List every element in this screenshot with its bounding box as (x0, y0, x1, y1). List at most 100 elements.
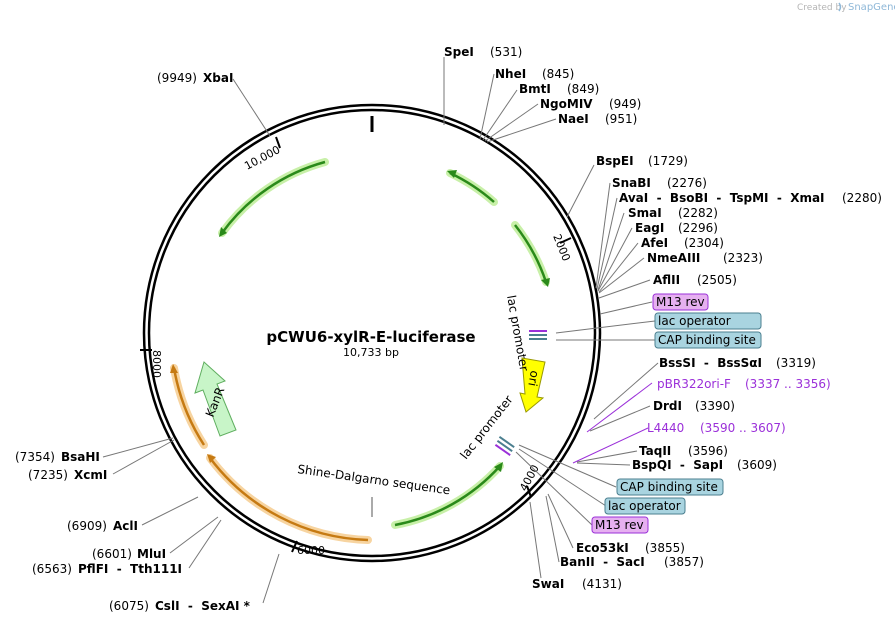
snapgene-logo-icon (838, 2, 842, 12)
box-label: lac operator (608, 499, 681, 513)
site-pos: (7235) (28, 468, 68, 482)
site-pos: (7354) (15, 450, 55, 464)
box-cap-binding-lower: CAP binding site (616, 478, 724, 496)
site-BspEI: BspEI (1729) (596, 154, 688, 168)
site-name: NmeAIII (647, 251, 700, 265)
site-name: AfeI (641, 236, 668, 250)
site-Eco53kI: Eco53kI (3855) (576, 541, 685, 555)
leader-lines (102, 57, 659, 604)
lac-feature-glyph-upper (529, 330, 547, 340)
site-BssSI: BssSI - BssSαI (3319) (659, 356, 816, 370)
site-pos: (6075) (109, 599, 149, 613)
box-m13-rev-lower: M13 rev (591, 516, 649, 534)
site-name: NheI (495, 67, 526, 81)
primer-range: (3590 .. 3607) (700, 421, 786, 435)
tick-label-2000: 2000 (550, 232, 573, 263)
primer-l4440: L4440 (3590 .. 3607) (647, 421, 786, 435)
box-label: CAP binding site (658, 333, 756, 347)
site-SwaI: SwaI (4131) (532, 577, 622, 591)
site-name: SmaI (628, 206, 662, 220)
site-name: BssSI - BssSαI (659, 356, 762, 370)
site-pos: (2304) (684, 236, 724, 250)
site-NaeI: NaeI(951) (558, 112, 637, 126)
ori-label: ori (525, 369, 541, 387)
site-BspQI: BspQI - SapI(3609) (632, 458, 777, 472)
site-DrdI: DrdI(3390) (653, 399, 735, 413)
site-MluI: (6601) MluI (92, 547, 166, 561)
feature-arrow-orange-left (170, 364, 208, 449)
site-XcmI: (7235) XcmI (28, 468, 107, 482)
lac-promoter-label-2: lac promoter (457, 393, 515, 462)
box-label: CAP binding site (620, 480, 718, 494)
box-lac-operator-lower: lac operator (604, 497, 686, 515)
site-pos: (2505) (697, 273, 737, 287)
primer-pbr322ori-f: pBR322ori-F (3337 .. 3356) (657, 377, 831, 391)
primer-leader-lines (572, 382, 653, 464)
site-pos: (6601) (92, 547, 132, 561)
site-name: SnaBI (612, 176, 651, 190)
site-name: SpeI (444, 45, 474, 59)
tick-label-8000: 8000 (150, 350, 163, 378)
site-pos: (531) (490, 45, 522, 59)
site-pos: (4131) (582, 577, 622, 591)
feature-arrow-top-left (218, 158, 329, 237)
site-NgoMIV: NgoMIV (949) (540, 97, 641, 111)
site-SpeI: SpeI (531) (444, 45, 522, 59)
site-name: BsaHI (61, 450, 100, 464)
site-pos: (3390) (695, 399, 735, 413)
site-pos: (2280) (842, 191, 882, 205)
feature-arrow-top-right (446, 169, 498, 206)
site-pos: (849) (567, 82, 599, 96)
primer-name: L4440 (647, 421, 684, 435)
site-name: Eco53kI (576, 541, 629, 555)
watermark-created-by: Created by (797, 3, 847, 13)
site-pos: (3855) (645, 541, 685, 555)
watermark-brand: SnapGene (848, 2, 895, 13)
site-SmaI: SmaI(2282) (628, 206, 718, 220)
box-cap-binding-upper: CAP binding site (654, 331, 762, 349)
site-name: AflII (653, 273, 680, 287)
feature-arrow-orange-bottom (206, 454, 372, 544)
tick-marks (140, 136, 572, 553)
site-BanII: BanII - SacI (3857) (560, 555, 704, 569)
site-name: XcmI (74, 468, 107, 482)
site-pos: (3319) (776, 356, 816, 370)
site-name: NgoMIV (540, 97, 593, 111)
site-pos: (6909) (67, 519, 107, 533)
site-pos: (845) (542, 67, 574, 81)
site-pos: (3857) (664, 555, 704, 569)
site-pos: (2323) (723, 251, 763, 265)
site-name: SwaI (532, 577, 564, 591)
tick-label-6000: 6000 (297, 544, 325, 557)
site-name: AclI (113, 519, 138, 533)
primer-range: (3337 .. 3356) (745, 377, 831, 391)
site-NheI: NheI (845) (495, 67, 574, 81)
site-name: BanII - SacI (560, 555, 645, 569)
site-pos: (2296) (678, 221, 718, 235)
site-PflFI: (6563)PflFI - Tth111I (32, 562, 182, 576)
site-name: TaqII (639, 444, 671, 458)
site-name: BmtI (519, 82, 551, 96)
site-BmtI: BmtI (849) (519, 82, 599, 96)
lac-feature-glyph-lower (494, 436, 515, 456)
plasmid-name: pCWU6-xylR-E-luciferase (266, 328, 475, 346)
site-AfeI: AfeI (2304) (641, 236, 724, 250)
site-name: BspEI (596, 154, 634, 168)
site-pos: (951) (605, 112, 637, 126)
feature-arrow-bottom-green (391, 462, 504, 529)
plasmid-size: 10,733 bp (343, 346, 399, 359)
site-name: MluI (137, 547, 166, 561)
site-pos: (2276) (667, 176, 707, 190)
site-pos: (9949) (157, 71, 197, 85)
ori-feature: ori (519, 357, 546, 413)
site-NmeAIII: NmeAIII (2323) (647, 251, 763, 265)
site-pos: (949) (609, 97, 641, 111)
site-pos: (1729) (648, 154, 688, 168)
site-name: EagI (635, 221, 664, 235)
shine-dalgarno-label: Shine-Dalgarno sequence (297, 462, 452, 497)
site-SnaBI: SnaBI (2276) (612, 176, 707, 190)
lac-promoter-label-1: lac promoter (504, 294, 531, 372)
site-name: AvaI - BsoBI - TspMI - XmaI (619, 191, 825, 205)
